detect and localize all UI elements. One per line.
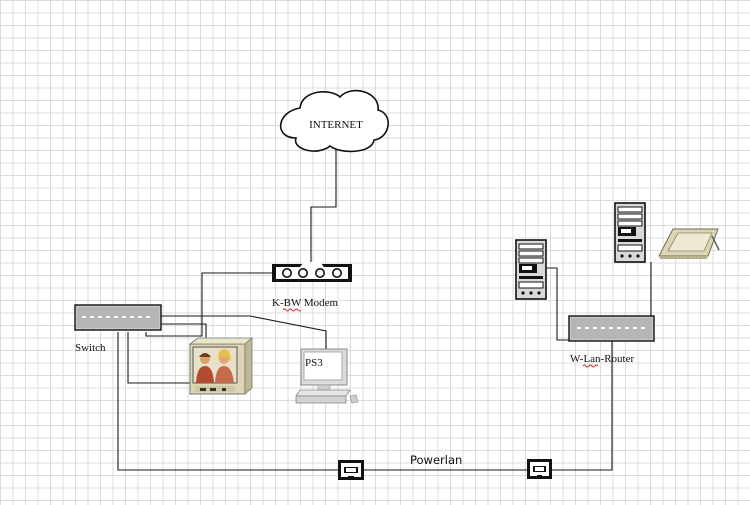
link-modem-switch: [145, 272, 272, 337]
router-node[interactable]: W-Lan-Router: [568, 315, 655, 368]
powerlan-right-node[interactable]: [527, 459, 552, 479]
internet-label: INTERNET: [309, 119, 363, 131]
link-powerlan-router: [552, 341, 613, 471]
ps3-label: PS3: [305, 357, 323, 369]
server-left-node[interactable]: [515, 239, 547, 300]
server-tower-icon: [614, 202, 646, 263]
spellcheck-underline: [282, 308, 302, 312]
modem-icon: [272, 262, 352, 282]
tablet-icon: [658, 228, 720, 259]
link-router-server-left: [538, 267, 573, 341]
router-label: W-Lan-Router: [570, 353, 634, 365]
powerlan-label: Powerlan: [410, 453, 462, 467]
tv-node[interactable]: [188, 337, 254, 395]
link-switch-ps3: [161, 315, 327, 350]
powerlan-left-node[interactable]: [338, 460, 364, 480]
wires: [117, 147, 652, 471]
tv-icon: [188, 337, 254, 395]
tablet-node[interactable]: [658, 228, 720, 259]
modem-label: K-BW Modem: [272, 297, 339, 309]
ps3-node[interactable]: PS3: [295, 348, 359, 404]
server-right-node[interactable]: [614, 202, 646, 263]
server-tower-icon: [515, 239, 547, 300]
powerlan-adapter-icon: [527, 459, 552, 479]
spellcheck-underline: [582, 364, 599, 368]
powerlan-adapter-icon: [338, 460, 364, 480]
internet-node[interactable]: INTERNET: [279, 89, 389, 153]
modem-node[interactable]: K-BW Modem: [272, 262, 352, 312]
switch-label: Switch: [75, 342, 106, 354]
link-internet-modem: [310, 147, 337, 262]
link-switch-powerlan: [117, 332, 338, 471]
switch-node[interactable]: Switch: [74, 304, 162, 354]
cloud-icon: [279, 89, 389, 153]
computer-icon: [295, 348, 359, 404]
switch-icon: [74, 304, 162, 331]
router-icon: [568, 315, 655, 342]
